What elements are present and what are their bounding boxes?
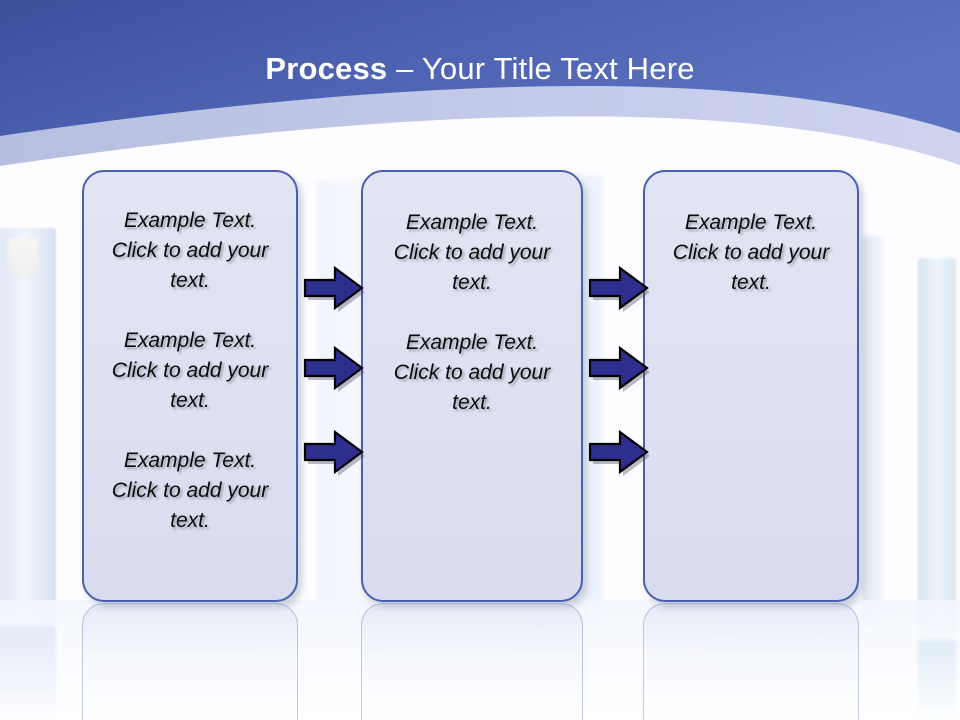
page-title-strong: Process [265, 51, 388, 86]
process-box-1-paragraph-1[interactable]: Example Text. Click to add your text. [111, 209, 269, 292]
right-arrow-icon[interactable] [303, 265, 365, 312]
process-box-1-reflection [82, 603, 298, 720]
thread-spool-left-image [0, 228, 56, 628]
thread-spool-right-outer-image [918, 258, 956, 638]
process-box-2-reflection [361, 603, 583, 720]
process-box-2[interactable]: Example Text. Click to add your text. Ex… [361, 170, 583, 602]
page-title: Process – Your Title Text Here [0, 50, 960, 88]
process-box-3[interactable]: Example Text. Click to add your text. [643, 170, 859, 602]
title-banner [0, 0, 960, 190]
process-box-1-content: Example Text. Click to add your text. Ex… [84, 172, 296, 536]
process-box-2-content: Example Text. Click to add your text. Ex… [363, 172, 581, 418]
right-arrow-icon[interactable] [303, 429, 365, 476]
thread-spool-left-cap-image [8, 238, 38, 276]
process-box-3-content: Example Text. Click to add your text. [645, 172, 857, 298]
process-box-2-paragraph-1[interactable]: Example Text. Click to add your text. [393, 211, 551, 294]
process-box-1[interactable]: Example Text. Click to add your text. Ex… [82, 170, 298, 602]
thread-spool-left-reflection-image [0, 626, 56, 720]
right-arrow-icon[interactable] [303, 345, 365, 392]
right-arrow-icon[interactable] [588, 265, 650, 312]
right-arrow-icon[interactable] [588, 429, 650, 476]
thread-spool-right-inner-image [862, 236, 884, 628]
right-arrow-icon[interactable] [588, 345, 650, 392]
process-box-2-paragraph-2[interactable]: Example Text. Click to add your text. [393, 331, 551, 414]
thread-spool-right-reflection-image [918, 640, 956, 720]
process-box-3-paragraph-1[interactable]: Example Text. Click to add your text. [672, 211, 830, 294]
page-title-rest: – Your Title Text Here [387, 51, 695, 86]
process-box-3-reflection [643, 603, 859, 720]
process-box-1-paragraph-2[interactable]: Example Text. Click to add your text. [111, 329, 269, 412]
process-box-1-paragraph-3[interactable]: Example Text. Click to add your text. [111, 449, 269, 532]
